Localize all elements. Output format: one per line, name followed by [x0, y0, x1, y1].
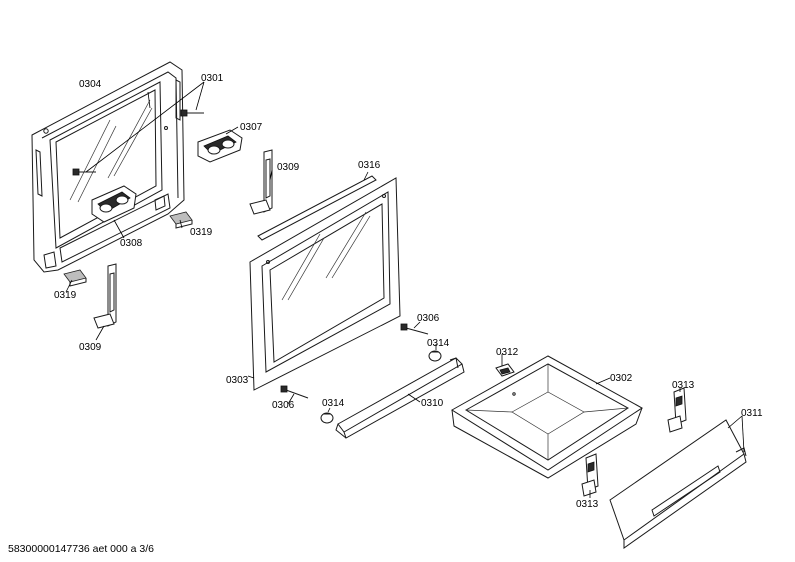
label-0307: 0307	[240, 122, 263, 133]
leader-lines	[65, 81, 745, 498]
part-0307-hinge-block-upper	[197, 129, 243, 163]
label-0314-lower: 0314	[322, 398, 345, 409]
label-0310: 0310	[421, 398, 444, 409]
part-0313-slide-rails	[581, 387, 687, 497]
part-0306-screws	[280, 323, 429, 399]
part-0302-baking-tray	[451, 355, 643, 479]
part-0316-door-seal-strip	[257, 175, 377, 241]
part-0311-drawer-front	[609, 419, 747, 549]
label-0312: 0312	[496, 347, 519, 358]
label-0304: 0304	[79, 79, 102, 90]
label-0309-upper: 0309	[277, 162, 300, 173]
label-0309-lower: 0309	[79, 342, 102, 353]
label-0303: 0303	[226, 375, 249, 386]
drawing-reference-number: 58300000147736 aet 000 a 3/6	[8, 543, 154, 555]
part-0301-screws	[72, 109, 204, 176]
part-0312-bracket	[495, 363, 515, 377]
label-0313-lower: 0313	[576, 499, 599, 510]
label-0308: 0308	[120, 238, 143, 249]
part-0308-hinge-block-lower	[91, 185, 137, 223]
part-0304-inner-door-frame	[31, 61, 185, 273]
label-0306-upper: 0306	[417, 313, 440, 324]
label-0316: 0316	[358, 160, 381, 171]
label-0301: 0301	[201, 73, 224, 84]
label-0319-left: 0319	[54, 290, 77, 301]
label-0302: 0302	[610, 373, 633, 384]
label-0319-right: 0319	[190, 227, 213, 238]
label-0306-lower: 0306	[272, 400, 295, 411]
part-0309-hinges	[93, 149, 273, 329]
part-0303-outer-door-glass	[249, 177, 401, 391]
part-0314-end-caps	[320, 350, 442, 424]
label-0311: 0311	[741, 408, 763, 419]
label-0314-upper: 0314	[427, 338, 450, 349]
part-0310-door-handle	[335, 357, 465, 439]
label-0313-upper: 0313	[672, 380, 695, 391]
